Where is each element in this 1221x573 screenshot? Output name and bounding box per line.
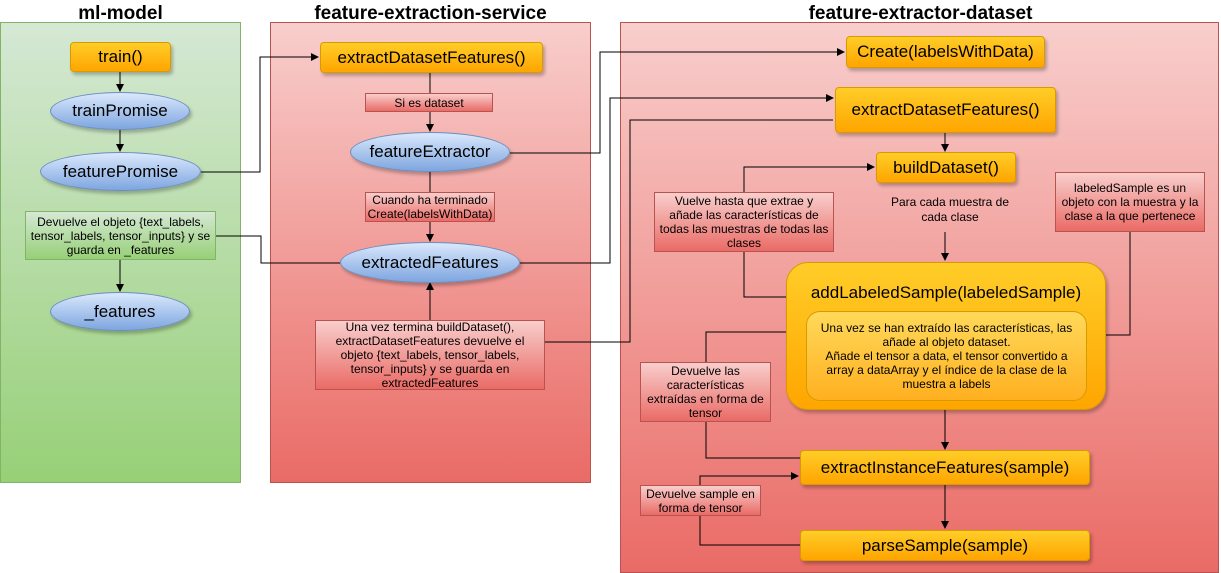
dataset-extractdatasetfeatures-node[interactable]: extractDatasetFeatures()	[835, 87, 1056, 133]
note-devuelve-caracteristicas: Devuelve las características extraídas e…	[640, 362, 771, 422]
service-extractdatasetfeatures-node[interactable]: extractDatasetFeatures()	[320, 42, 543, 73]
addlabeledsample-label: addLabeledSample(labeledSample)	[810, 283, 1082, 302]
trainpromise-node[interactable]: trainPromise	[50, 92, 190, 130]
lane-title-feature-extraction-service: feature-extraction-service	[314, 3, 547, 24]
extractinstancefeatures-node[interactable]: extractInstanceFeatures(sample)	[800, 450, 1090, 485]
featurepromise-node[interactable]: featurePromise	[40, 152, 201, 191]
note-labeledsample: labeledSample es un objeto con la muestr…	[1055, 172, 1205, 232]
note-devuelve-sample: Devuelve sample en forma de tensor	[640, 485, 761, 516]
text-para-cada-muestra: Para cada muestra de cada clase	[890, 195, 1010, 224]
note-una-vez-termina: Una vez termina buildDataset(), extractD…	[315, 320, 545, 390]
note-cuando-ha-terminado: Cuando ha terminado Create(labelsWithDat…	[365, 192, 495, 222]
note-si-es-dataset: Si es dataset	[365, 93, 493, 112]
note-devuelve-objeto: Devuelve el objeto {text_labels, tensor_…	[25, 211, 216, 260]
addlabeledsample-node[interactable]: addLabeledSample(labeledSample) Una vez …	[786, 262, 1106, 410]
addlabeledsample-inner-note-text: Una vez se han extraído las característi…	[820, 321, 1073, 391]
lane-title-feature-extractor-dataset: feature-extractor-dataset	[808, 3, 1033, 24]
features-node[interactable]: _features	[50, 292, 190, 331]
train-node[interactable]: train()	[70, 42, 171, 72]
parsesample-node[interactable]: parseSample(sample)	[800, 530, 1090, 561]
extractedfeatures-node[interactable]: extractedFeatures	[340, 242, 520, 283]
addlabeledsample-inner-note: Una vez se han extraído las característi…	[806, 311, 1087, 401]
lane-title-ml-model: ml-model	[78, 3, 163, 24]
featureextractor-node[interactable]: featureExtractor	[350, 132, 510, 172]
note-vuelve-hasta: Vuelve hasta que extrae y añade las cara…	[654, 192, 834, 252]
builddataset-node[interactable]: buildDataset()	[876, 152, 1016, 183]
create-node[interactable]: Create(labelsWithData)	[846, 36, 1045, 68]
